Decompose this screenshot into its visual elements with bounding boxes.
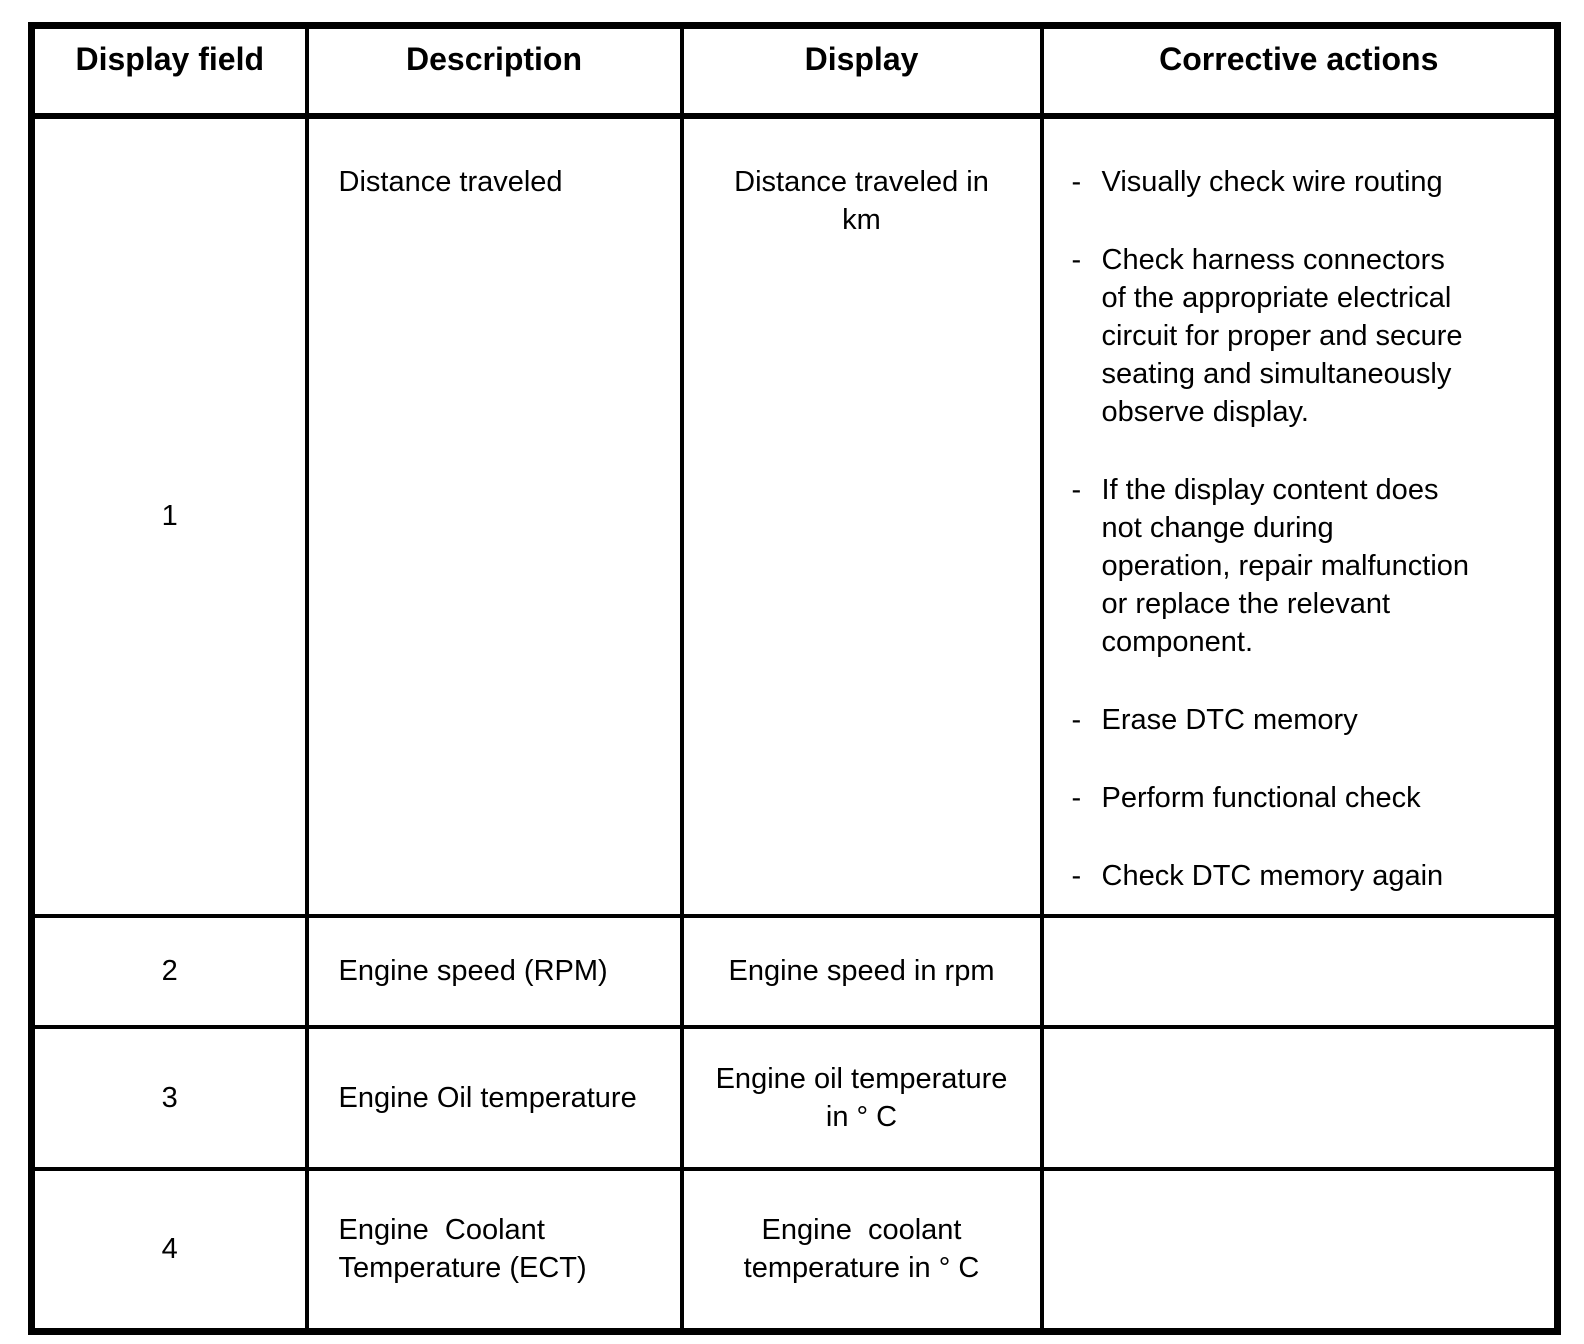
corrective-text: Visually check wire routing [1101,165,1443,198]
corrective-text: Perform functional check [1101,781,1421,814]
corrective-item: - If the display content does not change… [1072,471,1543,661]
corrective-item: - Visually check wire routing [1072,163,1543,201]
corrective-item: - Perform functional check [1072,779,1543,817]
bullet-dash: - [1071,243,1082,276]
display-cell: Engine coolant temperature in ° C [679,1166,1044,1334]
corrective-text: Check DTC memory again [1101,859,1444,892]
description-cell: Engine Oil temperature [304,1024,684,1171]
header-corrective-actions: Corrective actions [1039,23,1560,119]
table-header-row: Display field Description Display Correc… [29,23,1560,119]
display-field-number: 4 [29,1166,309,1334]
corrective-text: Erase DTC memory [1101,703,1358,736]
description-cell: Engine speed (RPM) [304,913,684,1029]
display-field-number: 3 [29,1024,309,1171]
corrective-actions-cell [1039,1024,1560,1171]
table-row-3: 3 Engine Oil temperature Engine oil temp… [29,1024,1560,1171]
display-cell: Engine speed in rpm [679,913,1044,1029]
display-field-number: 2 [29,913,309,1029]
bullet-dash: - [1071,165,1082,198]
header-description: Description [304,23,684,119]
corrective-actions-cell [1039,913,1560,1029]
bullet-dash: - [1071,703,1082,736]
table-row-4: 4 Engine Coolant Temperature (ECT) Engin… [29,1166,1560,1334]
corrective-text: If the display content does not change d… [1101,473,1470,658]
corrective-actions-cell [1039,1166,1560,1334]
bullet-dash: - [1071,781,1082,814]
display-cell: Engine oil temperature in ° C [679,1024,1044,1171]
corrective-item: - Check DTC memory again [1072,857,1543,895]
display-fields-table: Display field Description Display Correc… [28,22,1561,1335]
table-row-1: 1 Distance traveled Distance traveled in… [29,113,1560,918]
bullet-dash: - [1071,473,1082,506]
description-cell: Distance traveled [304,113,684,918]
table-row-2: 2 Engine speed (RPM) Engine speed in rpm [29,913,1560,1029]
bullet-dash: - [1071,859,1082,892]
corrective-item: - Erase DTC memory [1072,701,1543,739]
header-display-field: Display field [29,23,309,119]
display-cell: Distance traveled in km [679,113,1044,918]
corrective-item: - Check harness connectors of the approp… [1072,241,1543,431]
corrective-actions-cell: - Visually check wire routing - Check ha… [1039,113,1560,918]
corrective-text: Check harness connectors of the appropri… [1101,243,1463,428]
description-cell: Engine Coolant Temperature (ECT) [304,1166,684,1334]
header-display: Display [679,23,1044,119]
display-field-number: 1 [29,113,309,918]
